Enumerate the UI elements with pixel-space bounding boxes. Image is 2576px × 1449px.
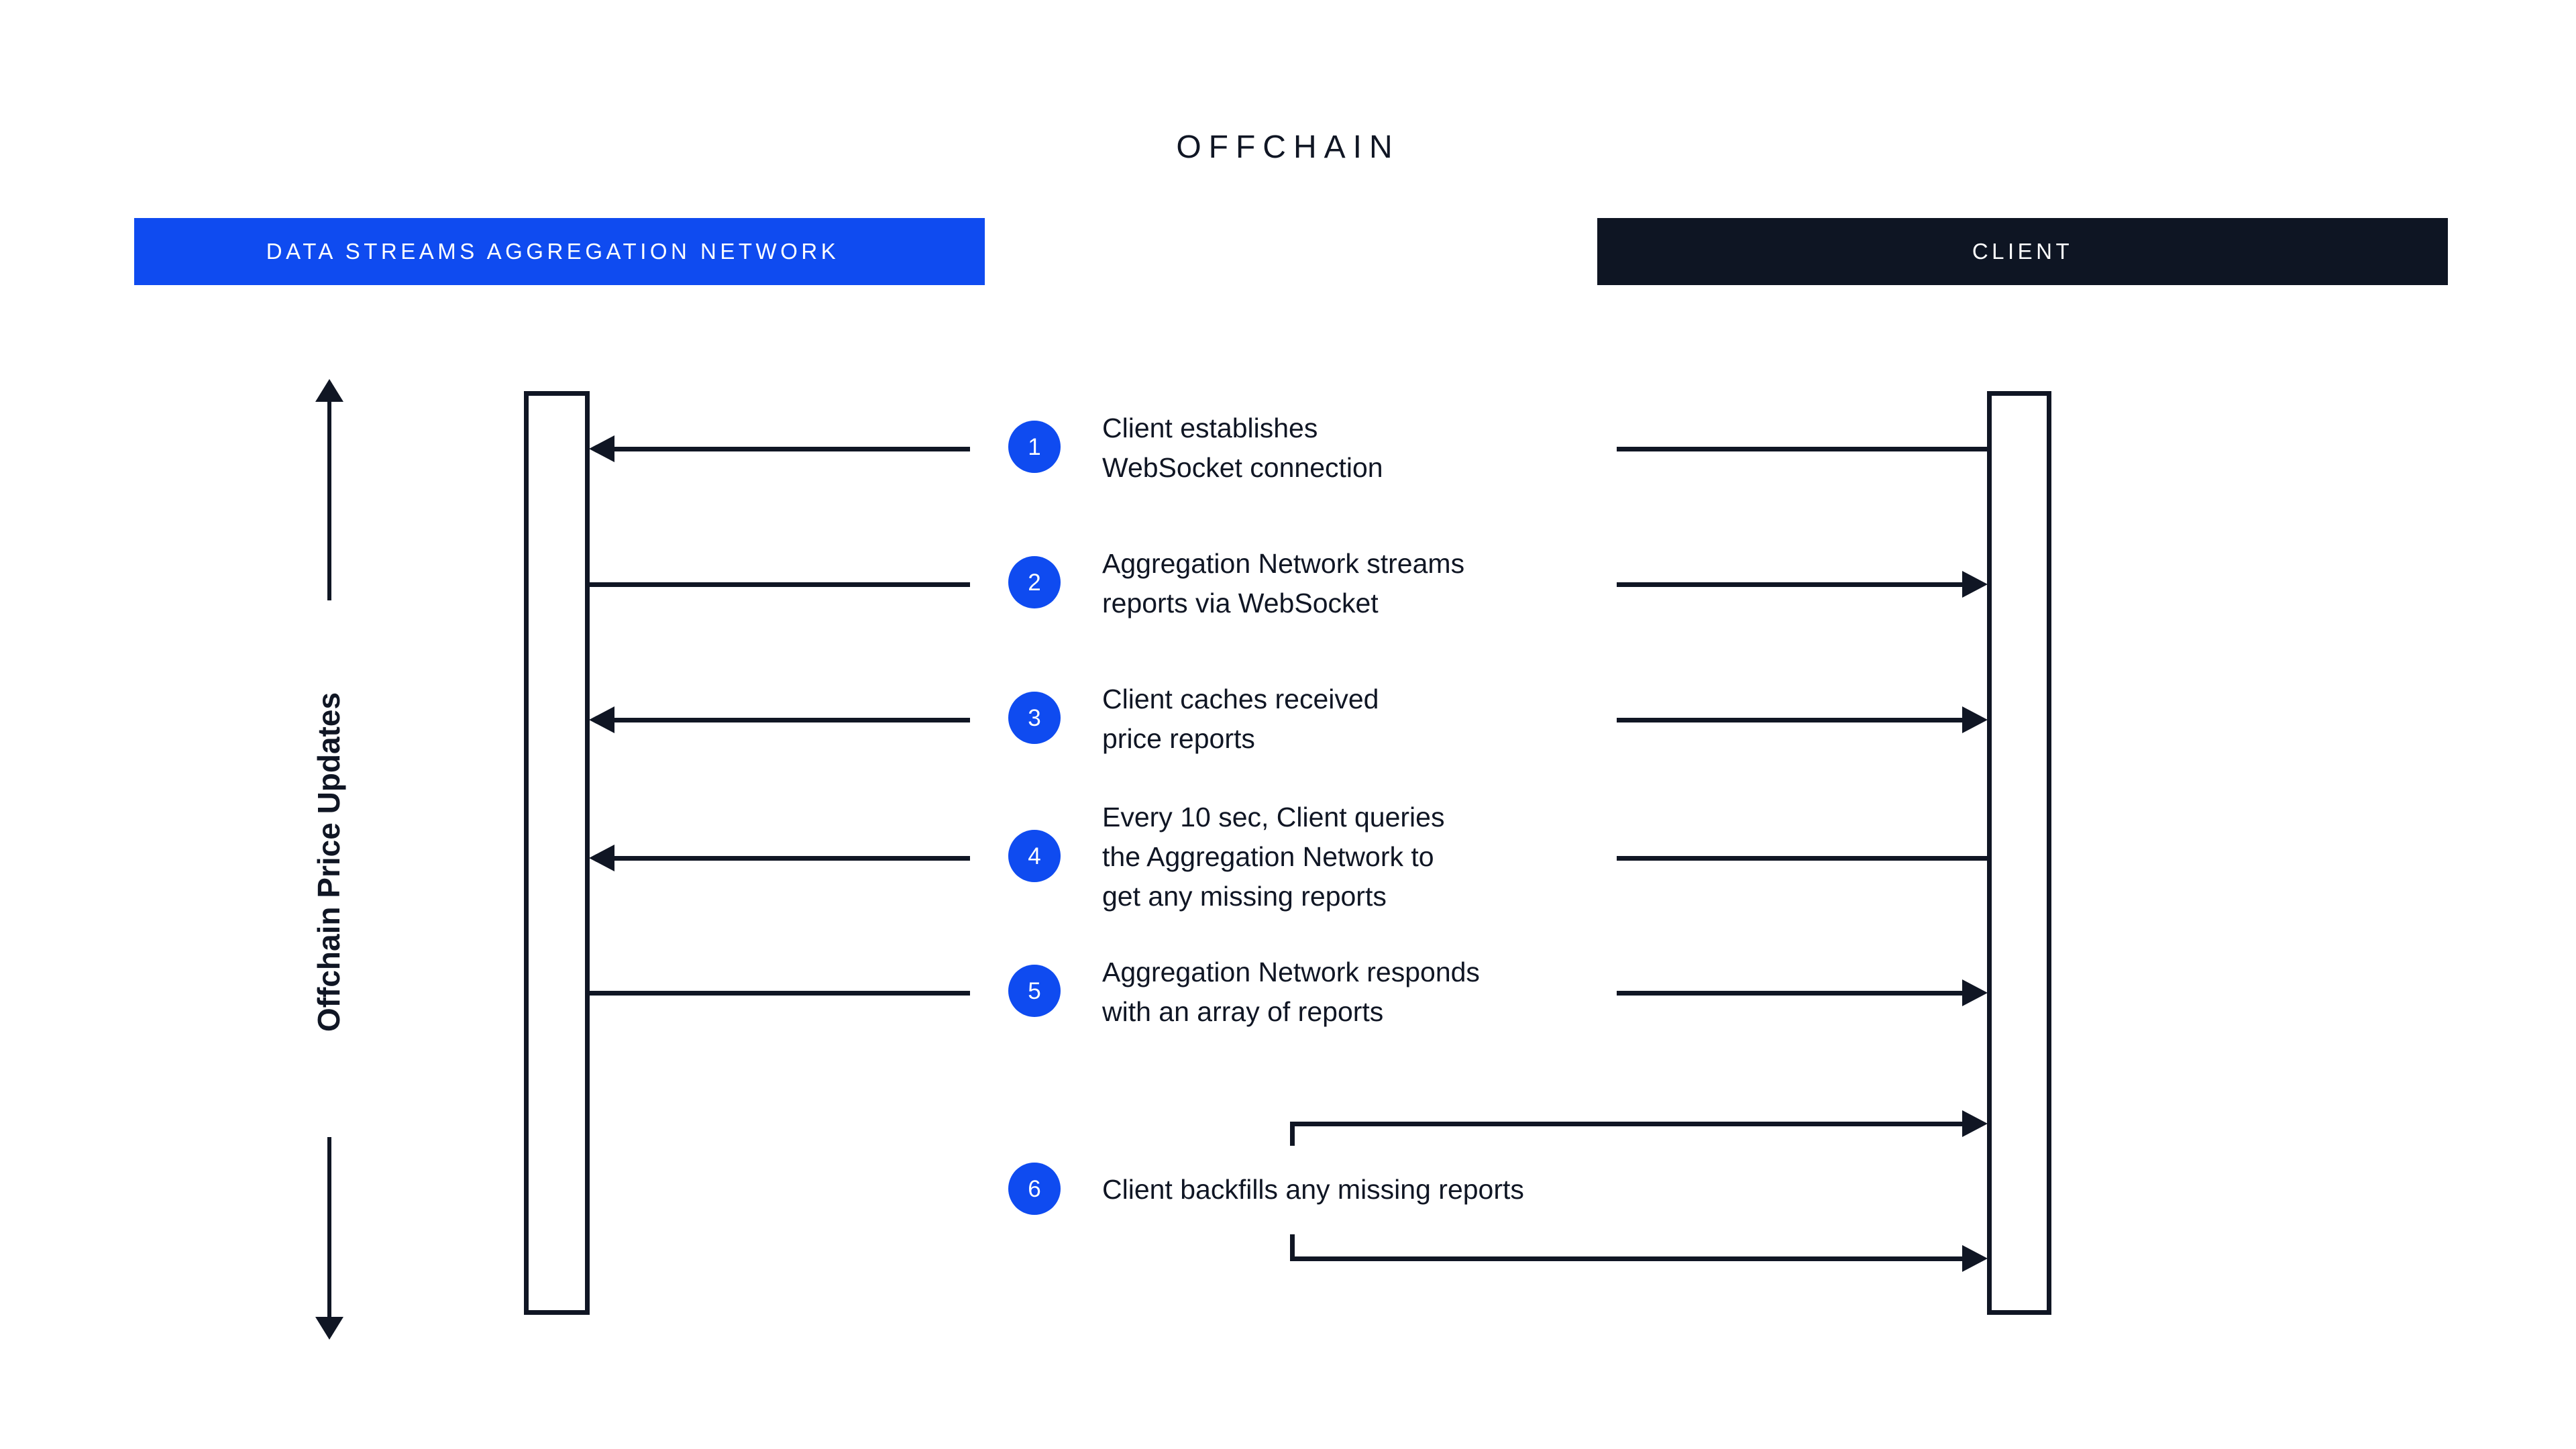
step-badge-1: 1	[1008, 421, 1061, 473]
message-line-right	[1617, 991, 1962, 996]
message-line-left	[614, 718, 970, 722]
step-text-1: Client establishes WebSocket connection	[1102, 413, 1383, 484]
arrowhead-right-icon	[1962, 706, 1988, 733]
selfloop-bracket-bottom	[1290, 1234, 1295, 1258]
axis-line-upper	[327, 399, 331, 600]
arrowhead-left-icon	[589, 435, 614, 462]
step-text-6: Client backfills any missing reports	[1102, 1174, 1524, 1205]
page-title: OFFCHAIN	[1176, 129, 1400, 165]
step-badge-3: 3	[1008, 692, 1061, 744]
step-badge-4: 4	[1008, 830, 1061, 882]
message-line-right	[1617, 856, 1988, 861]
step-badge-6: 6	[1008, 1163, 1061, 1215]
message-line-right	[1617, 582, 1962, 587]
selfloop-bracket-top	[1290, 1122, 1295, 1146]
offchain-price-updates-axis: Offchain Price Updates	[282, 379, 376, 1345]
arrowhead-left-icon	[589, 706, 614, 733]
step-text-2: Aggregation Network streams reports via …	[1102, 548, 1465, 619]
lane-header-client: CLIENT	[1597, 218, 2448, 285]
lifeline-client	[1987, 391, 2051, 1315]
arrowhead-right-icon	[1962, 979, 1988, 1006]
selfloop-line-bottom	[1290, 1256, 1962, 1261]
message-line-left	[589, 582, 970, 587]
step-badge-5: 5	[1008, 965, 1061, 1017]
arrow-down-icon	[315, 1317, 343, 1340]
step-badge-2: 2	[1008, 556, 1061, 608]
message-line-left	[614, 856, 970, 861]
step-text-5: Aggregation Network responds with an arr…	[1102, 957, 1480, 1028]
axis-label: Offchain Price Updates	[311, 692, 346, 1032]
arrowhead-right-icon	[1962, 1110, 1988, 1137]
message-line-left	[614, 447, 970, 451]
arrow-up-icon	[315, 379, 343, 402]
lifeline-aggregation-network	[524, 391, 590, 1315]
message-line-right	[1617, 718, 1962, 722]
selfloop-line-top	[1290, 1122, 1962, 1126]
arrowhead-right-icon	[1962, 1245, 1988, 1272]
message-line-left	[589, 991, 970, 996]
arrowhead-left-icon	[589, 845, 614, 871]
step-text-4: Every 10 sec, Client queries the Aggrega…	[1102, 802, 1445, 912]
arrowhead-right-icon	[1962, 571, 1988, 598]
lane-header-aggregation-network: DATA STREAMS AGGREGATION NETWORK	[134, 218, 985, 285]
message-line-right	[1617, 447, 1988, 451]
axis-line-lower	[327, 1137, 331, 1318]
step-text-3: Client caches received price reports	[1102, 684, 1379, 755]
